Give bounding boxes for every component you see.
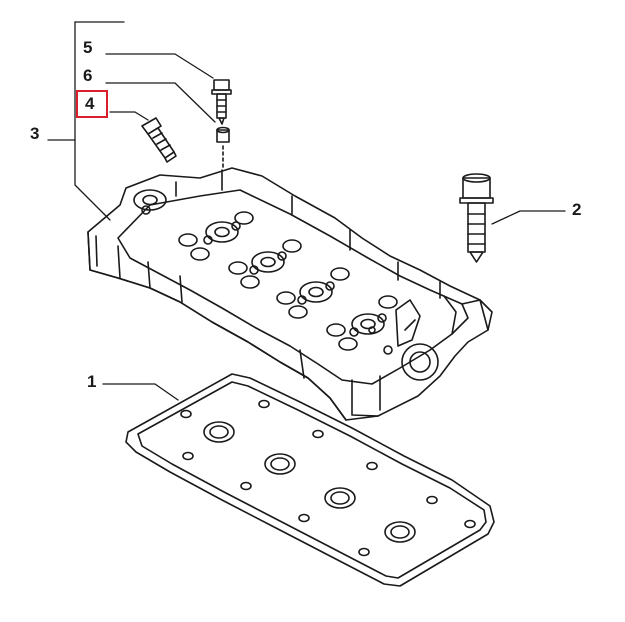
leader-line-3-vertical [74,21,111,221]
leader-line-6 [105,82,216,123]
leader-line-5 [105,53,214,79]
callout-label-2: 2 [572,200,582,219]
bolt-5-drawing [211,79,232,125]
leader-line-2 [491,210,566,225]
bolt-2-drawing [459,173,494,263]
leader-line-1 [102,383,179,401]
gasket-drawing [125,373,495,587]
cylinder-head-drawing [87,167,493,421]
callout-label-3: 3 [30,124,40,143]
callout-label-5: 5 [83,38,93,57]
leader-line-4 [109,111,149,121]
leader-lines [47,21,566,401]
callout-label-6: 6 [83,66,93,85]
stud-4-drawing [141,117,177,163]
callout-label-1: 1 [87,372,97,391]
callout-4-highlight-box [76,90,108,118]
callout-label-4: 4 [85,94,95,113]
nut-6-drawing [216,126,230,171]
